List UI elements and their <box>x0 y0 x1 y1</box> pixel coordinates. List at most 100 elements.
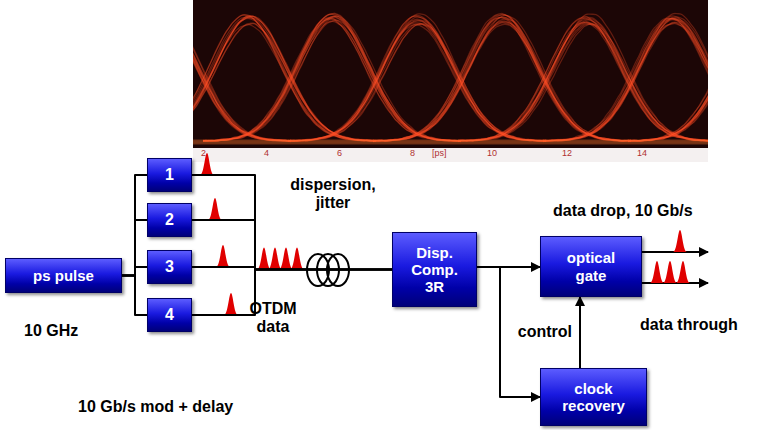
eye-trace <box>458 22 708 142</box>
eye-trace <box>203 16 461 141</box>
eye-trace <box>373 22 631 142</box>
eye-trace <box>628 22 708 141</box>
eye-trace <box>203 16 461 141</box>
eye-trace <box>288 21 546 142</box>
annotation-label: 10 Gb/s mod + delay <box>78 398 233 416</box>
eye-trace <box>288 21 546 142</box>
eye-trace <box>288 19 546 141</box>
eye-trace <box>203 16 461 141</box>
optical-pulse <box>268 248 282 270</box>
eye-trace <box>628 15 708 141</box>
eye-trace <box>543 19 708 142</box>
box-label: 1 <box>165 166 174 184</box>
eye-trace <box>373 19 631 141</box>
eye-trace <box>288 24 546 141</box>
eye-trace <box>373 15 631 141</box>
box-label: ps pulse <box>33 267 94 284</box>
eye-trace <box>458 24 708 142</box>
eye-trace <box>373 21 631 141</box>
modulator-box: 1 <box>147 158 192 192</box>
eye-trace <box>373 14 631 141</box>
eye-trace <box>458 19 708 142</box>
box-label: clock recovery <box>553 380 635 415</box>
eye-trace <box>628 20 708 141</box>
axis-tick-label: 2 <box>201 149 206 159</box>
eye-trace <box>458 16 708 141</box>
eye-trace <box>543 16 708 141</box>
eye-trace <box>543 18 708 141</box>
eye-trace <box>628 19 708 141</box>
axis-tick-label: 8 <box>410 149 415 159</box>
annotation-label: 10 GHz <box>24 322 78 340</box>
eye-trace <box>628 22 708 141</box>
eye-trace <box>373 18 631 142</box>
annotation-label: data through <box>640 316 738 334</box>
axis-tick-label: 10 <box>487 149 497 159</box>
eye-trace <box>288 24 546 141</box>
eye-trace <box>373 17 631 141</box>
eye-baseline <box>193 141 708 142</box>
eye-trace <box>373 18 631 141</box>
eye-baseline <box>193 142 708 143</box>
eye-trace <box>288 15 546 141</box>
eye-trace <box>203 16 461 141</box>
eye-trace <box>458 20 708 142</box>
eye-trace <box>373 22 631 142</box>
eye-trace <box>203 16 461 141</box>
eye-trace <box>203 16 461 141</box>
eye-trace <box>203 18 461 141</box>
eye-trace <box>458 17 708 141</box>
eye-diagram-traces <box>193 13 708 144</box>
axis-tick-label: 6 <box>337 149 342 159</box>
eye-trace <box>543 16 708 141</box>
eye-trace <box>628 18 708 142</box>
eye-trace <box>288 24 546 142</box>
eye-trace <box>288 23 546 141</box>
eye-trace <box>543 19 708 142</box>
eye-trace <box>543 19 708 142</box>
eye-trace <box>543 19 708 142</box>
eye-trace <box>373 21 631 141</box>
eye-trace <box>373 18 631 141</box>
eye-trace <box>203 21 461 141</box>
eye-trace <box>373 14 631 141</box>
optical-pulse <box>208 198 222 220</box>
connector <box>192 175 392 270</box>
modulator-box: 4 <box>147 298 192 332</box>
eye-trace <box>203 19 461 142</box>
eye-trace <box>458 14 708 141</box>
connector <box>192 220 392 270</box>
eye-trace <box>288 25 546 142</box>
eye-trace <box>458 22 708 142</box>
eye-trace <box>543 20 708 142</box>
eye-trace <box>203 14 461 141</box>
eye-trace <box>203 14 461 141</box>
process-box: optical gate <box>540 236 642 297</box>
eye-trace <box>203 18 461 141</box>
eye-trace <box>288 23 546 142</box>
eye-trace <box>628 20 708 141</box>
eye-baseline <box>193 140 708 141</box>
box-label: 3 <box>165 258 174 276</box>
eye-trace <box>628 20 708 141</box>
eye-trace <box>458 23 708 142</box>
eye-trace <box>288 23 546 142</box>
eye-trace <box>288 16 546 141</box>
optical-pulse <box>279 248 293 270</box>
eye-trace <box>458 19 708 142</box>
eye-trace <box>543 20 708 142</box>
axis-tick-label: 4 <box>264 149 269 159</box>
eye-trace <box>203 13 461 141</box>
eye-trace <box>458 16 708 141</box>
optical-pulse <box>216 245 230 267</box>
connector <box>122 175 147 276</box>
eye-trace <box>203 20 461 141</box>
source-box: ps pulse <box>5 258 122 293</box>
eye-trace <box>543 18 708 141</box>
eye-trace <box>543 18 708 141</box>
eye-trace <box>543 18 708 141</box>
optical-pulse <box>257 248 271 270</box>
axis-tick-label: 12 <box>562 149 572 159</box>
eye-trace <box>458 20 708 142</box>
optical-pulse <box>676 261 690 283</box>
